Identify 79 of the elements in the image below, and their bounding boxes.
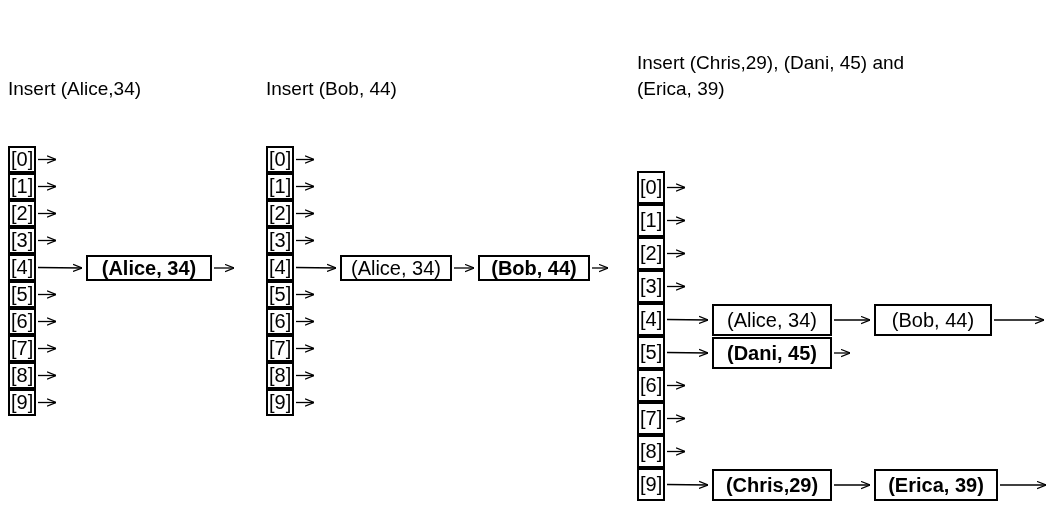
bucket-cell: [2] (637, 237, 665, 270)
bucket-cell: [3] (637, 270, 665, 303)
arrow (295, 236, 315, 245)
step-heading: Insert (Bob, 44) (266, 77, 398, 101)
bucket-cell: [4] (637, 303, 665, 336)
arrow (295, 182, 315, 191)
arrow (295, 263, 337, 273)
arrow (833, 480, 871, 490)
arrow (295, 209, 315, 218)
arrow (666, 480, 709, 490)
arrow (999, 480, 1047, 490)
arrow (37, 209, 57, 218)
arrow (666, 414, 686, 423)
entry-box: (Alice, 34) (86, 255, 212, 281)
bucket-cell: [2] (8, 200, 36, 227)
bucket-cell: [8] (637, 435, 665, 468)
arrow (833, 315, 871, 325)
arrow (295, 398, 315, 407)
bucket-cell: [1] (8, 173, 36, 200)
arrow (993, 315, 1045, 325)
arrow (666, 348, 709, 358)
bucket-cell: [6] (266, 308, 294, 335)
arrow (37, 371, 57, 380)
bucket-cell: [8] (266, 362, 294, 389)
bucket-cell: [9] (8, 389, 36, 416)
bucket-cell: [0] (8, 146, 36, 173)
arrow (666, 249, 686, 258)
arrow (666, 216, 686, 225)
arrow (591, 263, 609, 273)
arrow (37, 344, 57, 353)
arrow (37, 398, 57, 407)
bucket-cell: [4] (266, 254, 294, 281)
arrow (37, 290, 57, 299)
bucket-cell: [3] (8, 227, 36, 254)
arrow (666, 315, 709, 325)
arrow (213, 263, 235, 273)
arrow (295, 317, 315, 326)
bucket-cell: [6] (637, 369, 665, 402)
bucket-cell: [3] (266, 227, 294, 254)
arrow (666, 381, 686, 390)
arrow (833, 348, 851, 358)
bucket-cell: [5] (266, 281, 294, 308)
arrow (37, 317, 57, 326)
bucket-cell: [8] (8, 362, 36, 389)
bucket-cell: [9] (266, 389, 294, 416)
arrow (295, 155, 315, 164)
arrow (666, 282, 686, 291)
bucket-cell: [7] (637, 402, 665, 435)
bucket-cell: [4] (8, 254, 36, 281)
arrow (295, 344, 315, 353)
bucket-cell: [1] (637, 204, 665, 237)
bucket-cell: [7] (8, 335, 36, 362)
bucket-cell: [1] (266, 173, 294, 200)
arrow (666, 447, 686, 456)
arrow (295, 290, 315, 299)
step-heading: Insert (Alice,34) (8, 77, 143, 101)
entry-box: (Bob, 44) (874, 304, 992, 336)
bucket-cell: [0] (637, 171, 665, 204)
arrow (295, 371, 315, 380)
arrow (37, 182, 57, 191)
bucket-cell: [6] (8, 308, 36, 335)
bucket-cell: [2] (266, 200, 294, 227)
step-heading: Insert (Chris,29), (Dani, 45) and (Erica, 39) (637, 51, 906, 101)
entry-box: (Bob, 44) (478, 255, 590, 281)
arrow (453, 263, 475, 273)
entry-box: (Alice, 34) (712, 304, 832, 336)
entry-box: (Erica, 39) (874, 469, 998, 501)
bucket-cell: [7] (266, 335, 294, 362)
arrow (37, 155, 57, 164)
entry-box: (Chris,29) (712, 469, 832, 501)
entry-box: (Alice, 34) (340, 255, 452, 281)
arrow (37, 263, 83, 273)
arrow (37, 236, 57, 245)
bucket-cell: [9] (637, 468, 665, 501)
arrow (666, 183, 686, 192)
entry-box: (Dani, 45) (712, 337, 832, 369)
bucket-cell: [5] (8, 281, 36, 308)
bucket-cell: [5] (637, 336, 665, 369)
bucket-cell: [0] (266, 146, 294, 173)
